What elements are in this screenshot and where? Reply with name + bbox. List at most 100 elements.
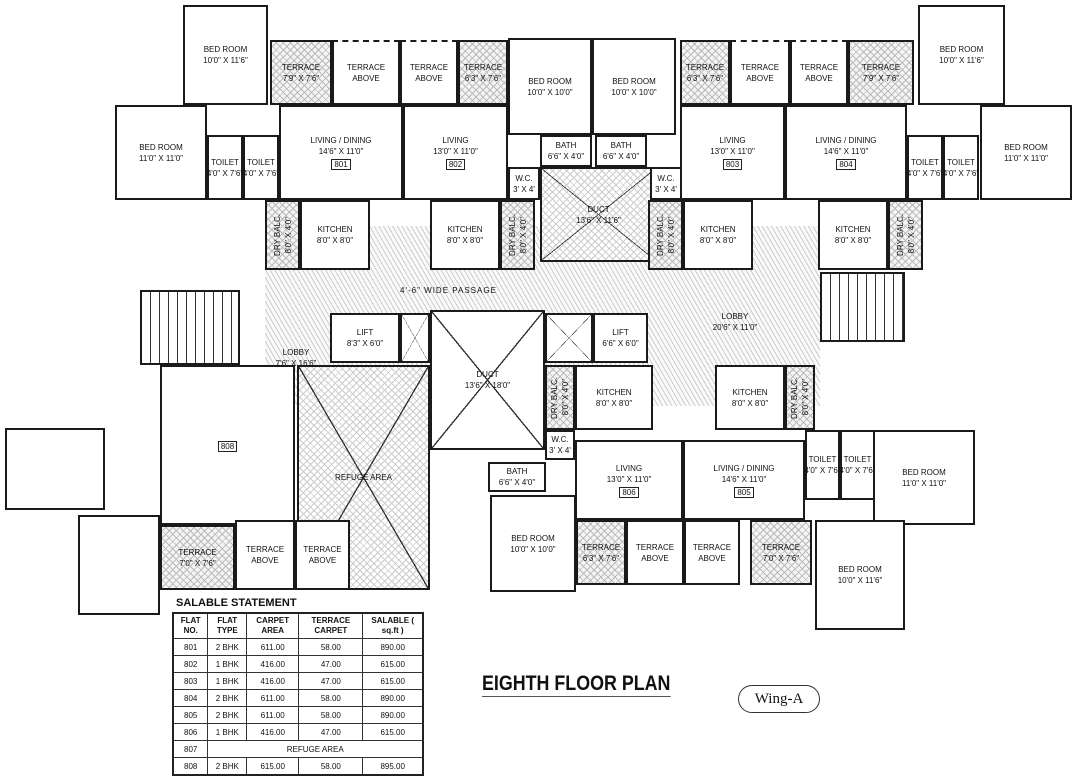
room-dimensions: 8'0" X 8'0" bbox=[446, 236, 484, 245]
room-name: BED ROOM bbox=[511, 533, 555, 543]
room-name: BED ROOM bbox=[139, 142, 183, 152]
room-dry-balc: DRY BALC.8'0" X 4'0" bbox=[888, 200, 923, 270]
room-name: W.C. bbox=[515, 173, 533, 183]
room-name: DRY BALC. bbox=[507, 214, 517, 256]
room-name: KITCHEN bbox=[700, 225, 736, 234]
table-cell: 2 BHK bbox=[207, 638, 248, 656]
flat-number-tag: 804 bbox=[836, 159, 856, 170]
table-cell: 47.00 bbox=[298, 723, 364, 741]
room-name: TOILET bbox=[911, 157, 939, 167]
room-name: TERRACE bbox=[178, 547, 217, 557]
header-flat-no: FLAT NO. bbox=[172, 612, 209, 639]
room-dimensions: 13'6" X 11'6" bbox=[576, 215, 621, 225]
table-cell: 58.00 bbox=[298, 638, 364, 656]
room-dimensions: 8'0" X 8'0" bbox=[316, 236, 354, 245]
table-cell: 2 BHK bbox=[207, 689, 248, 707]
room-dimensions: 7'9" X 7'6" bbox=[282, 73, 320, 83]
room-name: BED ROOM bbox=[939, 45, 984, 54]
room-name: LIVING / DINING bbox=[815, 136, 877, 145]
room-dimensions: ABOVE bbox=[251, 556, 279, 565]
room-dimensions: ABOVE bbox=[415, 73, 443, 83]
room-name: TOILET bbox=[843, 455, 872, 464]
room-name: TERRACE bbox=[799, 62, 839, 72]
room-name: TERRACE bbox=[740, 62, 780, 72]
room-name: DUCT bbox=[587, 204, 610, 214]
room-name: LIVING bbox=[719, 136, 746, 145]
room-w-c: W.C.3' X 4' bbox=[650, 167, 682, 200]
room-dry-balc: DRY BALC.8'0" X 4'0" bbox=[785, 365, 815, 430]
room-dimensions: 7'6" X 16'6" bbox=[275, 359, 317, 368]
room-dimensions: ABOVE bbox=[805, 73, 833, 83]
room-dimensions: 3' X 4' bbox=[549, 446, 571, 455]
room-dimensions: 8'0" X 4'0" bbox=[666, 216, 676, 254]
table-cell: 47.00 bbox=[298, 672, 364, 690]
room-dimensions: 8'0" X 8'0" bbox=[699, 236, 737, 245]
room-dimensions: 4'0" X 7'6" bbox=[206, 168, 244, 178]
room-name: TOILET bbox=[808, 455, 837, 464]
room-name: TERRACE bbox=[303, 545, 342, 554]
table-cell: 611.00 bbox=[246, 689, 300, 707]
flat-number-tag: 802 bbox=[445, 159, 466, 170]
room-dimensions: 13'6" X 18'0" bbox=[464, 381, 511, 390]
room-name: DRY BALC. bbox=[655, 214, 665, 256]
room-dimensions: 10'0" X 11'6" bbox=[837, 576, 883, 585]
header-carpet-area: CARPET AREA bbox=[246, 612, 300, 639]
room-name: BED ROOM bbox=[528, 76, 572, 86]
header-salable: SALABLE ( sq.ft ) bbox=[362, 612, 424, 639]
room-dimensions: 13'0" X 11'0" bbox=[606, 474, 652, 484]
room-dimensions: ABOVE bbox=[352, 73, 380, 83]
room-bed-room: BED ROOM 10'0" X 11'6" bbox=[918, 5, 1005, 105]
table-cell: 58.00 bbox=[298, 757, 364, 776]
room-name: LIVING / DINING bbox=[310, 136, 372, 145]
room-dimensions: 13'0" X 11'0" bbox=[710, 147, 755, 156]
room-name: TERRACE bbox=[346, 62, 386, 72]
room-space bbox=[140, 290, 240, 365]
room-w-c: W.C.3' X 4' bbox=[508, 167, 540, 200]
flat-number-tag: 803 bbox=[722, 159, 743, 170]
room-dimensions: 8'0" X 8'0" bbox=[731, 398, 769, 408]
table-cell: 2 BHK bbox=[207, 706, 248, 724]
room-dimensions: ABOVE bbox=[746, 73, 774, 83]
table-cell: 611.00 bbox=[246, 706, 300, 724]
table-cell: 1 BHK bbox=[207, 655, 248, 673]
room-name: BATH bbox=[555, 141, 577, 150]
room-name: TERRACE bbox=[463, 62, 503, 72]
room-dimensions: 14'6" X 11'0" bbox=[318, 147, 364, 156]
flat-number-tag: 801 bbox=[331, 159, 351, 170]
room-dimensions: 8'0" X 4'0" bbox=[561, 379, 570, 416]
room-name: TERRACE bbox=[692, 542, 732, 552]
room-dimensions: 14'6" X 11'0" bbox=[721, 474, 767, 484]
table-cell: 801 bbox=[172, 638, 209, 656]
table-cell: 611.00 bbox=[246, 638, 300, 656]
table-cell: 2 BHK bbox=[207, 757, 248, 776]
room-name: TERRACE bbox=[409, 62, 449, 72]
room-dry-balc: DRY BALC.8'0" X 4'0" bbox=[545, 365, 575, 430]
table-cell: 615.00 bbox=[362, 672, 424, 690]
flat-number-tag: 808 bbox=[217, 440, 238, 452]
table-cell: 58.00 bbox=[298, 689, 364, 707]
table-cell: 58.00 bbox=[298, 706, 364, 724]
table-header-row: FLAT NO. FLAT TYPE CARPET AREA TERRACE C… bbox=[172, 612, 424, 639]
room-space bbox=[545, 313, 593, 363]
room-dimensions: 7'0" X 7'6" bbox=[762, 553, 800, 563]
room-dimensions: 10'0" X 11'6" bbox=[939, 56, 984, 65]
room-name: KITCHEN bbox=[732, 387, 768, 397]
salable-statement-title: SALABLE STATEMENT bbox=[176, 597, 297, 609]
room-dimensions: 10'0" X 10'0" bbox=[510, 544, 556, 554]
wing-badge: Wing-A bbox=[738, 685, 820, 713]
